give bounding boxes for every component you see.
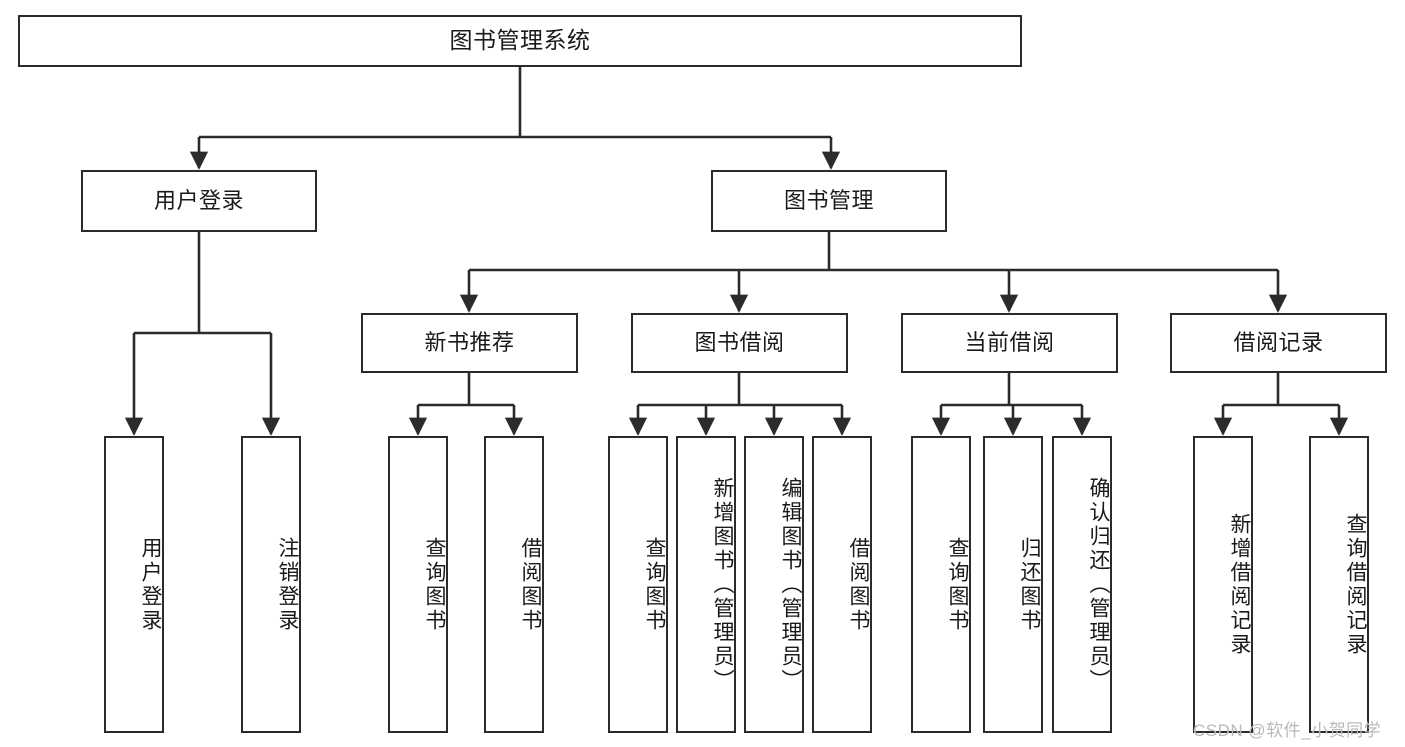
node-leaf-return-book[interactable]: 归还图书 xyxy=(983,436,1043,733)
node-root-book-management-system[interactable]: 图书管理系统 xyxy=(18,15,1022,67)
node-leaf-query-borrow-record[interactable]: 查询借阅记录 xyxy=(1309,436,1369,733)
node-leaf-query-book-1[interactable]: 查询图书 xyxy=(388,436,448,733)
node-leaf-borrow-book-1[interactable]: 借阅图书 xyxy=(484,436,544,733)
node-book-borrow[interactable]: 图书借阅 xyxy=(631,313,848,373)
node-leaf-borrow-book-2[interactable]: 借阅图书 xyxy=(812,436,872,733)
node-leaf-label: 用户登录 xyxy=(139,536,162,633)
node-leaf-label: 查询借阅记录 xyxy=(1344,512,1367,657)
node-user-login[interactable]: 用户登录 xyxy=(81,170,317,232)
node-new-book-recommend[interactable]: 新书推荐 xyxy=(361,313,578,373)
node-leaf-label: 借阅图书 xyxy=(519,536,542,633)
node-current-borrow[interactable]: 当前借阅 xyxy=(901,313,1118,373)
node-leaf-user-login[interactable]: 用户登录 xyxy=(104,436,164,733)
node-leaf-label: 新增图书（管理员） xyxy=(711,476,734,693)
node-leaf-label: 注销登录 xyxy=(276,536,299,633)
node-book-management[interactable]: 图书管理 xyxy=(711,170,947,232)
node-leaf-label: 归还图书 xyxy=(1018,536,1041,633)
node-leaf-confirm-return[interactable]: 确认归还（管理员） xyxy=(1052,436,1112,733)
node-leaf-add-borrow-record[interactable]: 新增借阅记录 xyxy=(1193,436,1253,733)
node-borrow-records[interactable]: 借阅记录 xyxy=(1170,313,1387,373)
node-leaf-label: 编辑图书（管理员） xyxy=(779,476,802,693)
csdn-watermark: CSDN @软件_小贺同学 xyxy=(1193,721,1382,740)
node-leaf-label: 查询图书 xyxy=(423,536,446,633)
node-leaf-edit-book[interactable]: 编辑图书（管理员） xyxy=(744,436,804,733)
node-leaf-logout-login[interactable]: 注销登录 xyxy=(241,436,301,733)
node-leaf-query-book-2[interactable]: 查询图书 xyxy=(608,436,668,733)
node-leaf-query-book-3[interactable]: 查询图书 xyxy=(911,436,971,733)
node-leaf-label: 确认归还（管理员） xyxy=(1087,476,1110,693)
node-leaf-label: 查询图书 xyxy=(643,536,666,633)
node-leaf-add-book[interactable]: 新增图书（管理员） xyxy=(676,436,736,733)
node-leaf-label: 新增借阅记录 xyxy=(1228,512,1251,657)
node-leaf-label: 查询图书 xyxy=(946,536,969,633)
node-leaf-label: 借阅图书 xyxy=(847,536,870,633)
